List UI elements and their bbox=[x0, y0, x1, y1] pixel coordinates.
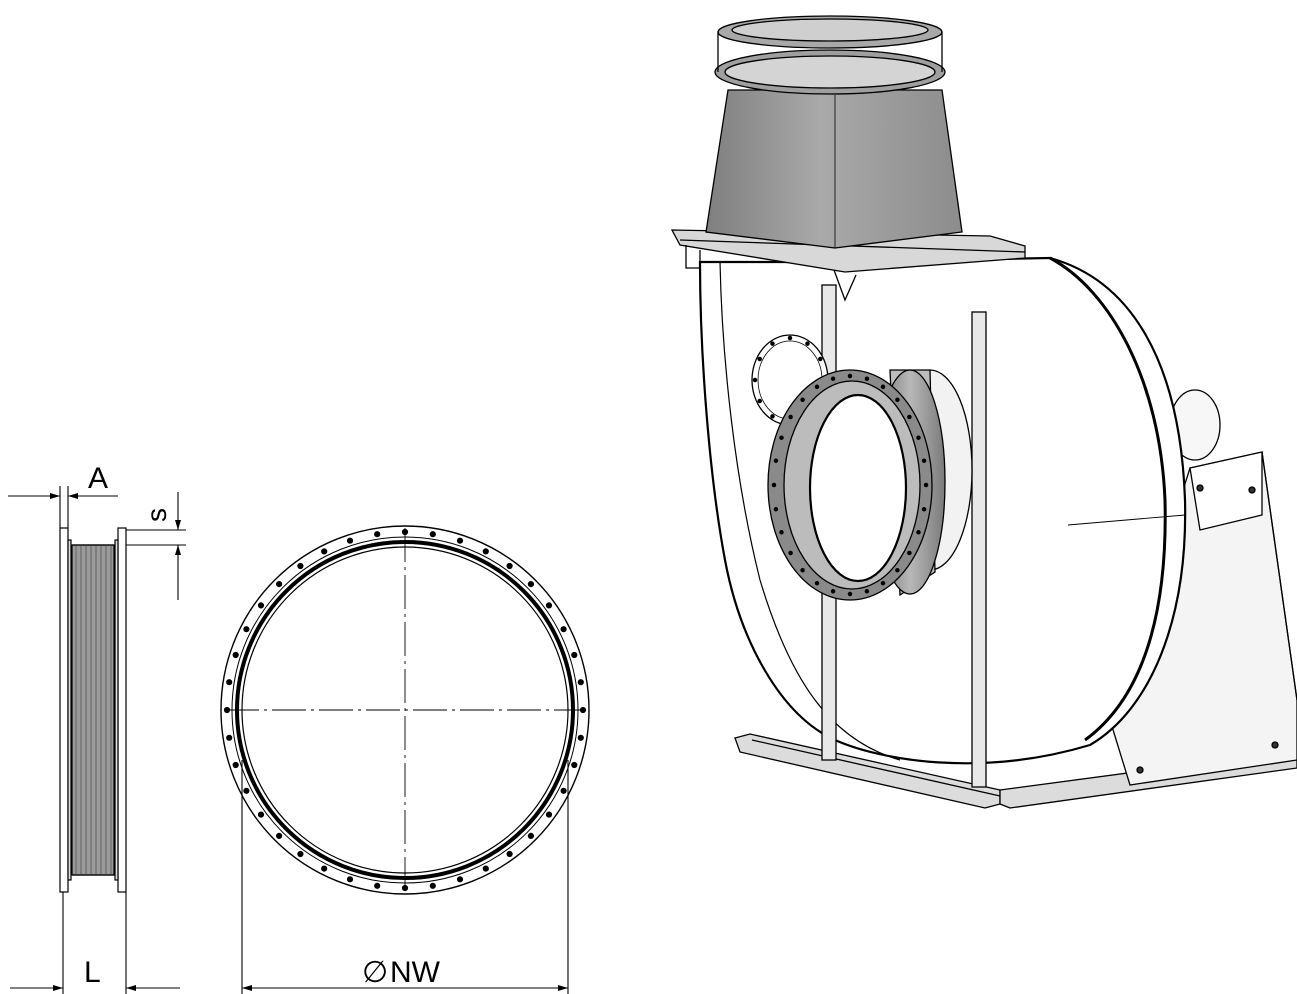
hatch-bolt bbox=[752, 377, 758, 383]
label-nw: NW bbox=[390, 956, 441, 989]
bolt-hole bbox=[297, 562, 304, 570]
bolt-hole bbox=[346, 537, 354, 544]
hatch-bolt bbox=[805, 341, 810, 346]
bolt-hole bbox=[346, 876, 354, 883]
inlet-flange-bolt bbox=[788, 550, 793, 556]
bolt-hole bbox=[560, 626, 567, 633]
bolt-hole bbox=[545, 602, 553, 609]
compensator-front-view bbox=[220, 525, 590, 895]
dimension-s bbox=[126, 492, 186, 600]
bolt-hole bbox=[482, 865, 489, 872]
inlet-flange-bolt bbox=[779, 530, 784, 535]
bolt-hole bbox=[456, 537, 464, 544]
hatch-bolt bbox=[757, 398, 762, 404]
bolt-hole bbox=[321, 548, 328, 555]
bolt-hole bbox=[232, 761, 239, 769]
bolt-hole bbox=[226, 679, 233, 686]
inlet-flange-bolt bbox=[773, 458, 779, 463]
inlet-flange-bolt bbox=[864, 589, 870, 594]
bolt-hole bbox=[429, 531, 436, 538]
dimension-l bbox=[10, 892, 180, 994]
label-l: L bbox=[84, 956, 101, 989]
inlet-flange-bolt bbox=[921, 507, 927, 512]
inlet-flange-bolt bbox=[916, 435, 921, 440]
bolt-hole bbox=[257, 602, 265, 609]
inlet-flange-bolt bbox=[907, 414, 912, 420]
dimension-a bbox=[8, 486, 118, 528]
bolt-hole bbox=[297, 850, 304, 858]
bolt-hole bbox=[429, 882, 436, 889]
label-s: s bbox=[141, 508, 172, 522]
inlet-flange-bolt bbox=[923, 482, 929, 488]
fan-illustration bbox=[670, 15, 1297, 809]
bolt-hole bbox=[506, 562, 513, 570]
bolt-hole bbox=[506, 850, 513, 858]
inlet-flange-bolt bbox=[830, 589, 836, 594]
bolt-hole bbox=[527, 581, 535, 588]
outlet-transition bbox=[705, 89, 963, 249]
inlet-flange-bolt bbox=[773, 507, 779, 512]
bolt-hole bbox=[571, 651, 578, 659]
bolt-hole bbox=[243, 787, 250, 794]
bolt-hole bbox=[276, 832, 283, 840]
motor-pedestal bbox=[1109, 451, 1297, 786]
bolt-hole bbox=[232, 651, 239, 659]
inlet-flange-bolt bbox=[864, 376, 870, 381]
hatch-bolt bbox=[757, 356, 762, 362]
inlet-flange-bolt bbox=[814, 580, 820, 586]
bolt-hole bbox=[545, 811, 553, 818]
hatch-bolt bbox=[818, 356, 823, 362]
bellows bbox=[71, 544, 115, 876]
inlet-flange-bolt bbox=[895, 567, 900, 573]
inlet-flange-bolt bbox=[895, 397, 900, 403]
bolt-hole bbox=[527, 832, 535, 840]
inlet-flange-bolt bbox=[788, 414, 793, 420]
hatch-bolt bbox=[770, 414, 775, 419]
label-a: A bbox=[88, 462, 108, 495]
bolt-hole bbox=[577, 734, 584, 741]
bolt-hole bbox=[577, 679, 584, 686]
inlet-flange-bolt bbox=[907, 550, 912, 556]
bolt-hole bbox=[257, 811, 265, 818]
hatch-bolt bbox=[770, 341, 775, 346]
left-flange bbox=[59, 527, 69, 893]
bolt-hole bbox=[571, 761, 578, 769]
inlet-flange-bolt bbox=[880, 384, 886, 390]
bolt-hole bbox=[243, 626, 250, 633]
inlet-flange-bolt bbox=[916, 530, 921, 535]
bolt-hole bbox=[456, 876, 464, 883]
inlet-flange-bolt bbox=[800, 567, 805, 573]
bolt-hole bbox=[560, 787, 567, 794]
inlet-flange-bolt bbox=[800, 397, 805, 403]
bolt-hole bbox=[321, 865, 328, 872]
inlet-flange-bolt bbox=[814, 384, 820, 390]
inlet-flange-bolt bbox=[779, 435, 784, 440]
inlet-flange-bolt bbox=[771, 482, 777, 488]
diameter-symbol: ∅ bbox=[362, 956, 388, 989]
inlet-flange-bolt bbox=[921, 458, 927, 463]
inlet-compensator bbox=[767, 369, 933, 601]
compensator-side-view bbox=[59, 527, 127, 893]
bolt-hole bbox=[482, 548, 489, 555]
bolt-hole bbox=[374, 531, 381, 538]
dimension-nw bbox=[241, 760, 569, 994]
flange-outer-circle bbox=[220, 525, 590, 895]
right-flange bbox=[117, 527, 127, 893]
inlet-flange-bolt bbox=[830, 376, 836, 381]
bolt-hole bbox=[226, 734, 233, 741]
hatch-bolt bbox=[787, 335, 793, 341]
bolt-hole bbox=[374, 882, 381, 889]
inlet-flange-bolt bbox=[847, 591, 853, 597]
bolt-hole bbox=[276, 581, 283, 588]
inlet-flange-bolt bbox=[880, 580, 886, 586]
inlet-flange-bolt bbox=[847, 373, 853, 379]
